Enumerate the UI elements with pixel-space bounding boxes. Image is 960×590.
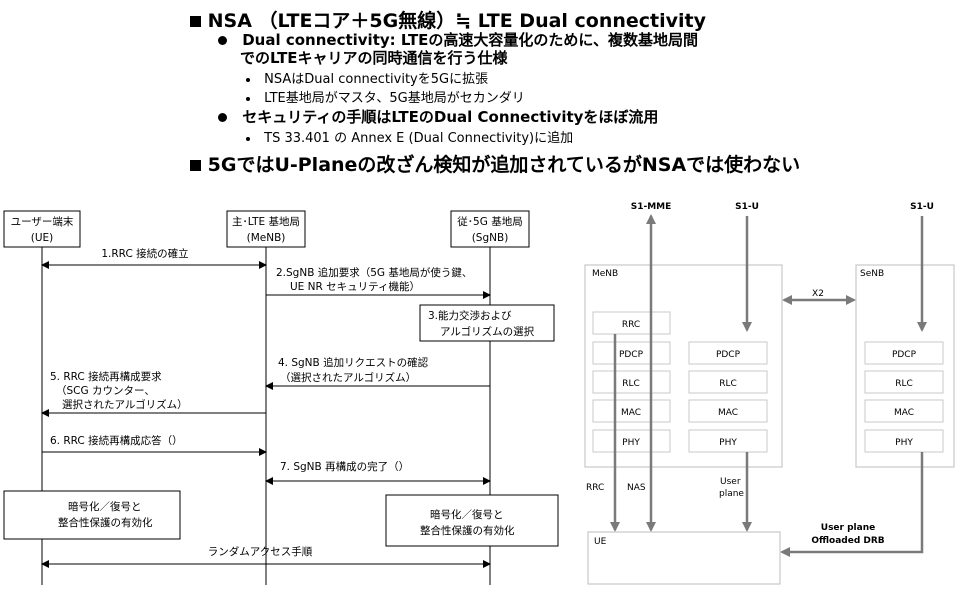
senb-mac-layer (864, 399, 944, 423)
senb-phy-layer (864, 429, 944, 453)
sgnb-label-2: (SgNB) (472, 232, 509, 244)
menb-rlc-layer-2 (688, 370, 768, 394)
sub-bullet-dot-icon (246, 96, 250, 101)
ue-entity-box (3, 210, 81, 248)
menb-phy-text-2: PHY (719, 438, 737, 448)
sub-bullet-dot-icon (246, 136, 250, 141)
menb-rlc-text-2: RLC (719, 379, 737, 389)
s1-u-label-menb: S1-U (735, 202, 759, 212)
menb-mac-text-1: MAC (621, 408, 641, 418)
menb-rrc-text: RRC (622, 320, 640, 330)
arch-ue-label: UE (594, 537, 607, 547)
menb-phy-text-1: PHY (622, 438, 640, 448)
sub-bullet-2: LTE基地局がマスタ、5G基地局がセカンダリ (246, 91, 525, 106)
sub-bullet-1: NSAはDual connectivityを5Gに拡張 (246, 72, 488, 87)
menb-pdcp-text-2: PDCP (716, 350, 741, 360)
bullet-dot-icon (218, 113, 227, 122)
s1-u-label-senb: S1-U (910, 202, 934, 212)
header-line-2: 5GではU-Planeの改ざん検知が追加されているがNSAでは使わない (190, 150, 800, 177)
msg5-label-2: （SCG カウンター、 (56, 385, 155, 397)
menb-entity-box (226, 210, 306, 248)
sgnb-encryption-label-2: 整合性保護の有効化 (420, 524, 515, 537)
senb-phy-text: PHY (895, 438, 913, 448)
senb-pdcp-text: PDCP (892, 350, 917, 360)
offload-label-1: User plane (821, 523, 875, 533)
rrc-path-label: RRC (586, 483, 604, 493)
msg4-label-2: （選択されたアルゴリズム） (280, 371, 416, 384)
msg1-label: 1.RRC 接続の確立 (101, 247, 188, 260)
msg7-label: 7. SgNB 再構成の完了（） (280, 460, 409, 473)
menb-phy-layer-2 (688, 429, 768, 453)
offload-label-2: Offloaded DRB (811, 536, 884, 546)
msg2-label-2: UE NR セキュリティ機能） (290, 280, 420, 293)
menb-label-1: 主･LTE 基地局 (232, 215, 300, 228)
senb-label: SeNB (860, 269, 884, 279)
architecture-diagram: S1-MME S1-U S1-U MeNB SeNB X2 RRC PDCP R… (584, 202, 955, 585)
bullet-dot-icon (218, 36, 227, 45)
senb-rlc-text: RLC (895, 379, 913, 389)
user-plane-label-2: plane (719, 489, 744, 499)
header-line-1: NSA （LTEコア＋5G無線）≒ LTE Dual connectivity (190, 6, 706, 33)
menb-pdcp-text-1: PDCP (619, 350, 644, 360)
menb-label-2: (MeNB) (247, 232, 286, 244)
menb-rlc-text-1: RLC (622, 379, 640, 389)
menb-pdcp-layer-2 (688, 341, 768, 365)
s1-mme-label: S1-MME (631, 202, 672, 212)
square-bullet-icon (190, 160, 201, 171)
ue-label-1: ユーザー端末 (11, 215, 74, 228)
senb-rlc-layer (864, 370, 944, 394)
senb-mac-text: MAC (894, 408, 914, 418)
msg5-label-3: 選択されたアルゴリズム） (62, 398, 188, 411)
ue-encryption-label-2: 整合性保護の有効化 (58, 516, 153, 529)
sgnb-label-1: 従･5G 基地局 (457, 215, 522, 228)
sub-bullet-dot-icon (246, 77, 250, 82)
user-plane-label-1: User (720, 477, 741, 487)
sgnb-encryption-label-1: 暗号化／復号と (430, 508, 504, 521)
msg6-label: 6. RRC 接続再構成応答（） (50, 434, 183, 447)
msg3-label-1: 3.能力交渉および (428, 309, 512, 322)
random-access-label: ランダムアクセス手順 (208, 545, 313, 558)
sub-bullet-3: TS 33.401 の Annex E (Dual Connectivity)に… (246, 131, 573, 146)
menb-mac-layer-2 (688, 399, 768, 423)
x2-label: X2 (812, 289, 824, 299)
msg3-box (419, 304, 555, 342)
square-bullet-icon (190, 16, 201, 27)
ue-encryption-box (3, 490, 181, 540)
sequence-diagram: ユーザー端末 (UE) 主･LTE 基地局 (MeNB) 従･5G 基地局 (S… (3, 210, 559, 585)
msg5-label-1: 5. RRC 接続再構成要求 (50, 370, 162, 383)
arch-ue-box (587, 531, 781, 585)
msg4-label-1: 4. SgNB 追加リクエストの確認 (278, 356, 429, 369)
msg2-label-1: 2.SgNB 追加要求（5G 基地局が使う鍵、 (276, 266, 472, 279)
msg3-label-2: アルゴリズムの選択 (440, 325, 535, 338)
ue-encryption-label-1: 暗号化／復号と (68, 500, 142, 513)
bullet-1: Dual connectivity: LTEの高速大容量化のために、複数基地局間 (218, 32, 698, 49)
menb-label: MeNB (592, 269, 618, 279)
sgnb-entity-box (450, 210, 530, 248)
nas-path-label: NAS (627, 483, 646, 493)
ue-label-2: (UE) (31, 232, 54, 244)
sgnb-encryption-box (385, 494, 559, 547)
bullet-1-cont: でのLTEキャリアの同時通信を行う仕様 (240, 49, 508, 67)
bullet-2: セキュリティの手順はLTEのDual Connectivityをほぼ流用 (218, 109, 658, 126)
menb-mac-text-2: MAC (718, 408, 738, 418)
offload-arrow (780, 452, 924, 557)
senb-pdcp-layer (864, 341, 944, 365)
